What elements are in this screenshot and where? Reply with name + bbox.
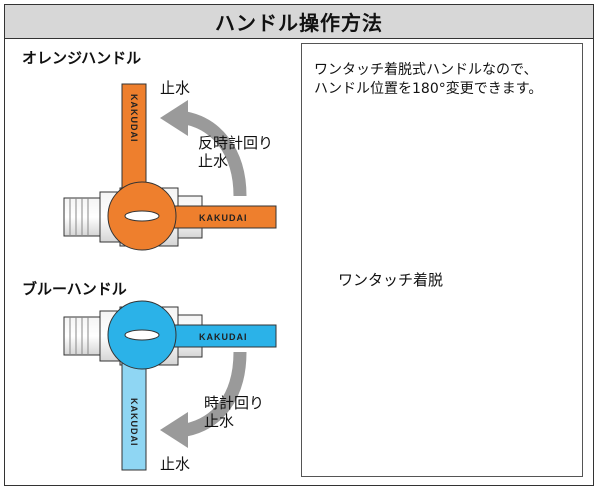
orange-valve: KAKUDAI KAKUDAI xyxy=(63,83,277,251)
orange-stop-label: 止水 xyxy=(160,79,191,97)
orange-ccw-arrow xyxy=(184,111,247,197)
blue-cw-arrow xyxy=(184,351,247,437)
page-title: ハンドル操作方法 xyxy=(215,11,383,35)
blue-cw-label-2: 止水 xyxy=(204,412,235,430)
orange-ccw-label-2: 止水 xyxy=(198,152,229,170)
blue-cw-label-1: 時計回り xyxy=(204,394,265,412)
blue-stop-label: 止水 xyxy=(160,455,191,473)
blue-heading: ブルーハンドル xyxy=(22,280,127,298)
title-bar: ハンドル操作方法 xyxy=(5,5,593,39)
orange-ccw-label-1: 反時計回り xyxy=(198,134,274,152)
orange-brand-horizontal: KAKUDAI xyxy=(199,213,248,223)
detach-label: ワンタッチ着脱 xyxy=(338,271,444,289)
blue-brand-horizontal: KAKUDAI xyxy=(199,332,248,342)
note-line-1: ワンタッチ着脱式ハンドルなので、 xyxy=(314,62,538,78)
orange-brand-vertical: KAKUDAI xyxy=(129,94,139,143)
right-panel xyxy=(301,43,583,477)
blue-valve: KAKUDAI KAKUDAI xyxy=(63,300,277,471)
note-line-2: ハンドル位置を180°変更できます。 xyxy=(314,81,543,97)
orange-heading: オレンジハンドル xyxy=(22,49,142,67)
blue-brand-vertical: KAKUDAI xyxy=(129,398,139,447)
